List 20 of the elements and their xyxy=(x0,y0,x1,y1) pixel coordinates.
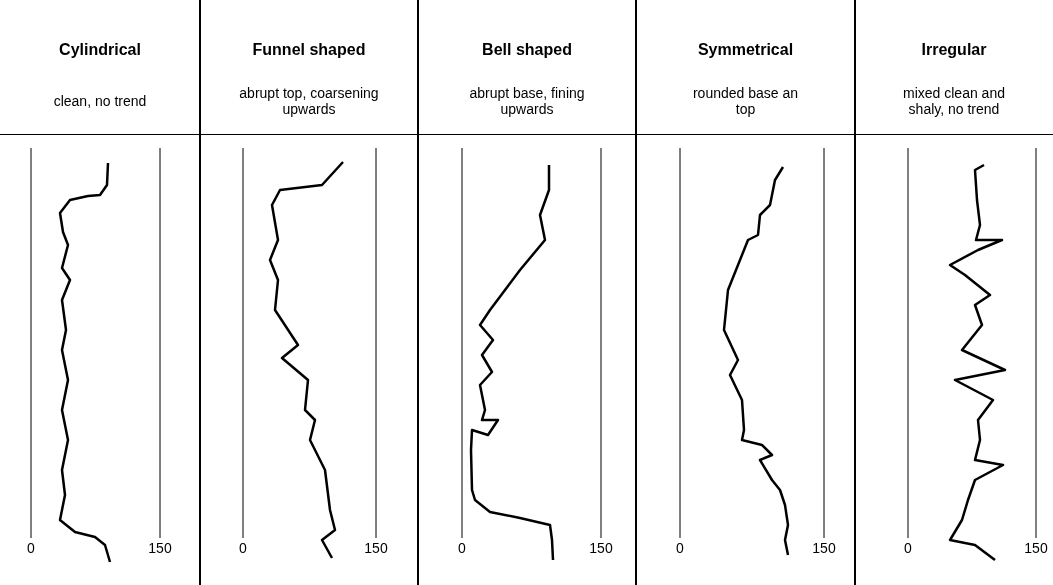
description-text: rounded base an top xyxy=(691,85,800,117)
column-heading: Symmetrical xyxy=(696,40,795,60)
axis-tick-label: 150 xyxy=(1024,539,1048,558)
axis-tick-label: 0 xyxy=(27,539,35,558)
axis-tick-label: 150 xyxy=(364,539,388,558)
axis-tick-label: 0 xyxy=(676,539,684,558)
axis-tick-label: 150 xyxy=(812,539,836,558)
column-heading: Funnel shaped xyxy=(251,40,367,60)
axis-tick-label: 0 xyxy=(458,539,466,558)
axis-tick-label: 0 xyxy=(239,539,247,558)
description-text: clean, no trend xyxy=(53,93,147,109)
column-heading: Cylindrical xyxy=(58,40,142,60)
column-heading: Irregular xyxy=(920,40,988,60)
axis-tick-label: 0 xyxy=(904,539,912,558)
description-text: mixed clean and shaly, no trend xyxy=(902,85,1006,117)
column-heading: Bell shaped xyxy=(481,40,573,60)
axis-tick-label: 150 xyxy=(589,539,613,558)
axis-tick-label: 150 xyxy=(148,539,172,558)
description-text: abrupt top, coarsening upwards xyxy=(238,85,380,117)
description-text: abrupt base, fining upwards xyxy=(468,85,586,117)
